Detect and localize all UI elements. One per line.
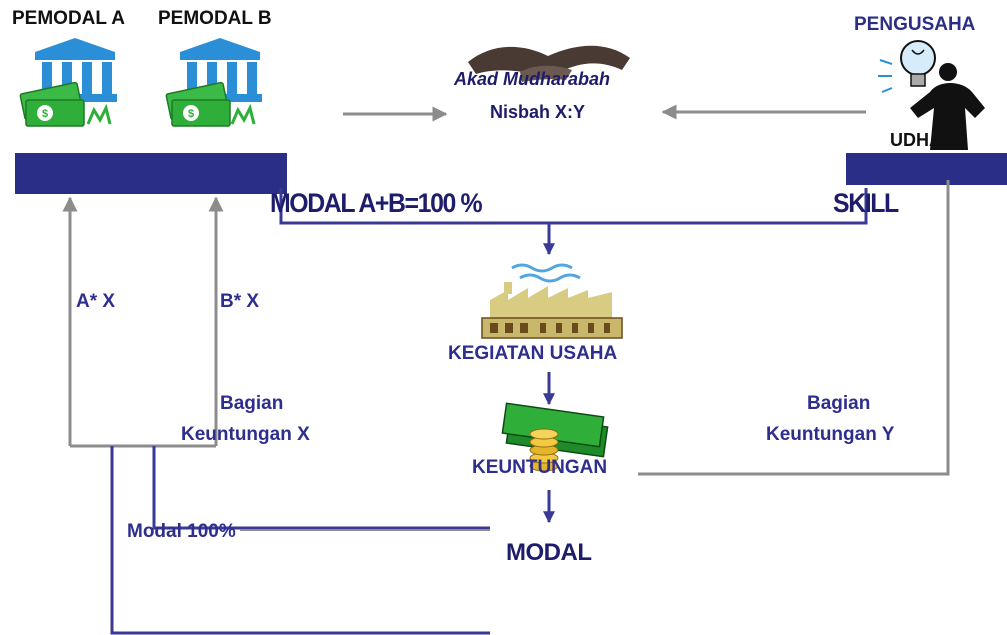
- entrepreneur-icon-text: UDHAR: [890, 130, 950, 150]
- profit-label: KEUNTUNGAN: [472, 457, 608, 478]
- svg-text:$: $: [188, 108, 194, 120]
- investor-profit-label-line2: Keuntungan X: [181, 424, 310, 445]
- entrepreneur-profit-path: [638, 180, 950, 476]
- investor-a-share-label: A* X: [76, 291, 116, 312]
- investor-b-share-label: B* X: [220, 291, 260, 312]
- skill-label: SKILL: [833, 188, 899, 218]
- agreement-title: Akad Mudharabah: [454, 69, 611, 89]
- money-coins-icon: [501, 402, 609, 472]
- factory-icon: [481, 263, 623, 339]
- capital-label: MODAL: [506, 539, 592, 566]
- investors-capital-bar: [15, 153, 287, 194]
- entrepreneur-profit-label-line2: Keuntungan Y: [766, 424, 895, 445]
- money-icon-a: $: [19, 81, 112, 127]
- investor-a-header: PEMODAL A: [12, 8, 125, 29]
- investor-profit-label-line1: Bagian: [220, 393, 284, 414]
- capital-skill-combine-line: [279, 188, 868, 225]
- agreement-ratio: Nisbah X:Y: [490, 102, 586, 122]
- capital-return-line-b: [152, 446, 490, 530]
- entrepreneur-bar: [846, 153, 1007, 185]
- svg-text:$: $: [42, 108, 48, 120]
- capital-bar-label: MODAL A+B=100 %: [270, 188, 483, 218]
- money-icon-b: $: [165, 81, 256, 127]
- businessman-lightbulb-icon: [878, 40, 985, 150]
- capital-return-label: Modal 100%: [127, 521, 236, 542]
- business-activity-label: KEGIATAN USAHA: [448, 343, 618, 364]
- investor-b-header: PEMODAL B: [158, 8, 272, 29]
- entrepreneur-header: PENGUSAHA: [854, 14, 976, 35]
- capital-return-line-a: [110, 446, 490, 635]
- handshake-icon: [468, 45, 630, 82]
- entrepreneur-profit-label-line1: Bagian: [807, 393, 871, 414]
